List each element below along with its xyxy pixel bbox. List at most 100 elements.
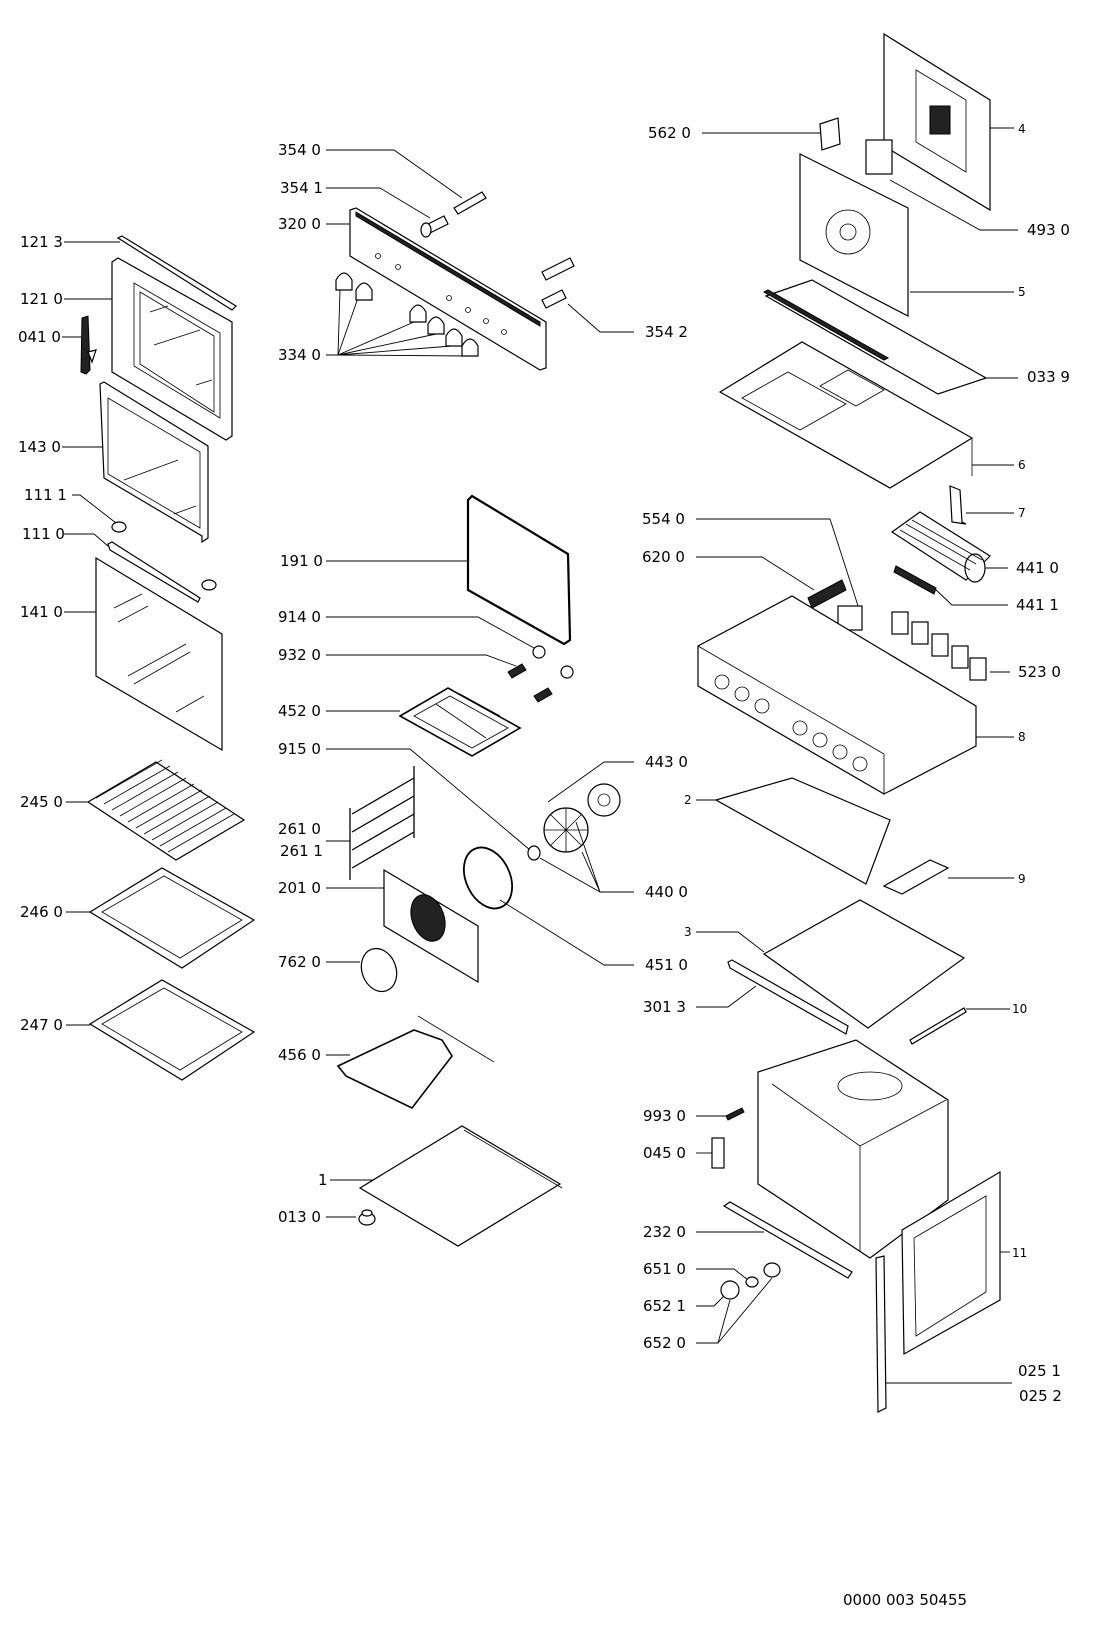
callout-354-1[interactable]: 354 1 — [280, 179, 431, 219]
callout-3[interactable]: 3 — [684, 925, 765, 953]
callout-045-0[interactable]: 045 0 — [643, 1144, 712, 1162]
callout-441-0[interactable]: 441 0 — [980, 559, 1059, 577]
callout-201-0[interactable]: 201 0 — [278, 879, 384, 897]
part-front-trim — [722, 1201, 853, 1279]
part-thermal-cutout — [819, 117, 841, 151]
svg-text:111 1: 111 1 — [24, 486, 67, 504]
svg-text:033 9: 033 9 — [1027, 368, 1070, 386]
callout-354-2[interactable]: 354 2 — [567, 303, 688, 341]
svg-text:232 0: 232 0 — [643, 1223, 686, 1241]
callout-5[interactable]: 5 — [910, 285, 1026, 299]
svg-text:652 1: 652 1 — [643, 1297, 686, 1315]
callout-334-0[interactable]: 334 0 — [278, 289, 469, 364]
callout-301-3[interactable]: 301 3 — [643, 985, 757, 1016]
callout-111-1[interactable]: 111 1 — [24, 486, 117, 524]
callout-6[interactable]: 6 — [972, 458, 1026, 472]
callout-993-0[interactable]: 993 0 — [643, 1107, 726, 1125]
callout-013-0[interactable]: 013 0 — [278, 1208, 356, 1226]
part-strip-10 — [909, 1007, 967, 1045]
svg-text:143 0: 143 0 — [18, 438, 61, 456]
leader-line — [696, 1277, 773, 1344]
leader-line — [326, 149, 463, 199]
callout-10[interactable]: 10 — [966, 1002, 1027, 1016]
svg-text:10: 10 — [1012, 1002, 1027, 1016]
svg-text:245 0: 245 0 — [20, 793, 63, 811]
callout-915-0[interactable]: 915 0 — [278, 740, 531, 851]
part-switches — [891, 611, 987, 681]
callout-554-0[interactable]: 554 0 — [642, 510, 861, 613]
svg-text:025 1: 025 1 — [1018, 1362, 1061, 1380]
svg-text:762 0: 762 0 — [278, 953, 321, 971]
part-outer-door-glass — [95, 556, 223, 752]
leader-line — [933, 587, 1008, 606]
callout-914-0[interactable]: 914 0 — [278, 608, 535, 649]
callout-652-1[interactable]: 652 1 — [643, 1291, 729, 1315]
callout-111-0[interactable]: 111 0 — [22, 525, 109, 547]
part-lamp-cover — [720, 1280, 740, 1300]
callout-452-0[interactable]: 452 0 — [278, 702, 400, 720]
callout-620-0[interactable]: 620 0 — [642, 548, 815, 591]
part-foot — [358, 1209, 376, 1226]
callout-4[interactable]: 4 — [990, 122, 1026, 136]
callout-932-0[interactable]: 932 0 — [278, 646, 517, 667]
callout-652-0[interactable]: 652 0 — [643, 1277, 773, 1352]
part-door-handle — [107, 541, 201, 603]
callout-354-0[interactable]: 354 0 — [278, 141, 463, 199]
part-baking-tray — [88, 867, 256, 969]
part-back-panel — [799, 153, 909, 317]
callout-1[interactable]: 1 — [318, 1171, 376, 1189]
callout-261-1[interactable]: 261 1 — [280, 842, 323, 860]
callout-441-1[interactable]: 441 1 — [933, 587, 1059, 614]
callout-493-0[interactable]: 493 0 — [889, 179, 1070, 239]
callout-121-3[interactable]: 121 3 — [20, 233, 120, 251]
callout-2[interactable]: 2 — [684, 793, 716, 807]
svg-text:121 0: 121 0 — [20, 290, 63, 308]
callout-562-0[interactable]: 562 0 — [648, 124, 820, 142]
callout-245-0[interactable]: 245 0 — [20, 793, 88, 811]
part-handle-end-cap — [111, 521, 217, 591]
callout-025-1[interactable]: 025 1 — [886, 1362, 1061, 1384]
callout-443-0[interactable]: 443 0 — [547, 753, 688, 803]
callout-247-0[interactable]: 247 0 — [20, 1016, 90, 1034]
callout-8[interactable]: 8 — [976, 730, 1026, 744]
callout-033-9[interactable]: 033 9 — [986, 368, 1070, 386]
callout-246-0[interactable]: 246 0 — [20, 903, 90, 921]
callout-762-0[interactable]: 762 0 — [278, 953, 360, 971]
callout-9[interactable]: 9 — [948, 872, 1026, 886]
callout-261-0[interactable]: 261 0 — [278, 820, 350, 842]
callout-451-0[interactable]: 451 0 — [499, 899, 688, 974]
svg-text:354 2: 354 2 — [645, 323, 688, 341]
svg-text:2: 2 — [684, 793, 692, 807]
callout-121-0[interactable]: 121 0 — [20, 290, 112, 308]
callout-232-0[interactable]: 232 0 — [643, 1223, 764, 1241]
svg-text:025 2: 025 2 — [1019, 1387, 1062, 1405]
callout-456-0[interactable]: 456 0 — [278, 1046, 350, 1064]
svg-text:441 1: 441 1 — [1016, 596, 1059, 614]
callout-7[interactable]: 7 — [966, 506, 1026, 520]
svg-text:11: 11 — [1012, 1246, 1027, 1260]
part-insulation — [762, 279, 988, 395]
svg-text:441 0: 441 0 — [1016, 559, 1059, 577]
callout-11[interactable]: 11 — [1000, 1246, 1027, 1260]
leader-line — [326, 187, 431, 219]
svg-text:320 0: 320 0 — [278, 215, 321, 233]
part-outer-door-frame — [111, 257, 233, 441]
part-cooling-fan — [890, 511, 991, 583]
svg-text:456 0: 456 0 — [278, 1046, 321, 1064]
document-code: 0000 003 50455 — [843, 1591, 968, 1609]
svg-text:191 0: 191 0 — [280, 552, 323, 570]
part-door-seal-strip — [116, 235, 237, 311]
part-spindle-adaptor — [420, 215, 449, 238]
part-door-catch — [711, 1137, 725, 1169]
callout-191-0[interactable]: 191 0 — [280, 552, 468, 570]
callout-320-0[interactable]: 320 0 — [278, 215, 350, 233]
callout-523-0[interactable]: 523 0 — [990, 663, 1061, 681]
part-fan-cover — [383, 868, 479, 984]
callout-440-0[interactable]: 440 0 — [539, 821, 688, 901]
callout-141-0[interactable]: 141 0 — [20, 603, 96, 621]
callout-651-0[interactable]: 651 0 — [643, 1260, 749, 1281]
callout-025-2[interactable]: 025 2 — [1019, 1387, 1062, 1405]
callout-143-0[interactable]: 143 0 — [18, 438, 102, 456]
callout-041-0[interactable]: 041 0 — [18, 328, 82, 346]
part-spacer — [507, 663, 553, 703]
